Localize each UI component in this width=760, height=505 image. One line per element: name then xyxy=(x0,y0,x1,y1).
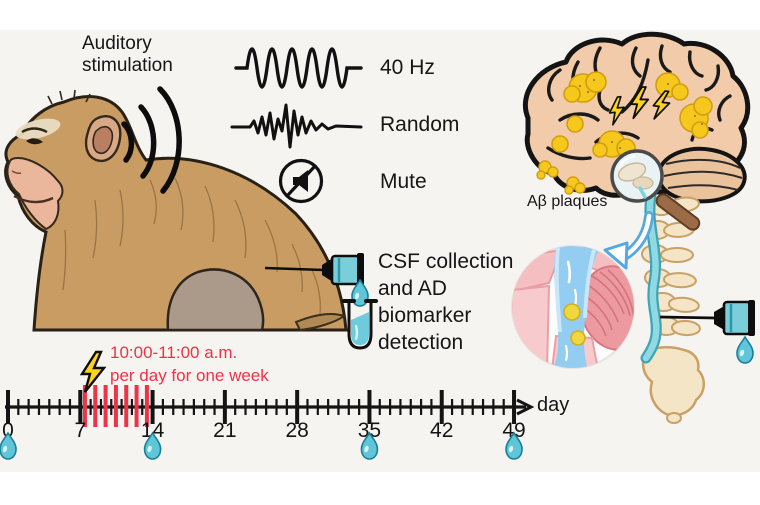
timeline-axis-label: day xyxy=(537,394,570,416)
csf-line4: detection xyxy=(378,331,464,354)
auditory-line2: stimulation xyxy=(82,55,173,77)
timeline-axis: 0 7 14 21 28 35 42 49 xyxy=(0,350,535,460)
csf-note: CSF collection and AD biomarker detectio… xyxy=(378,248,513,356)
zoom-arrow-icon xyxy=(603,211,654,270)
random-wave-icon xyxy=(230,103,363,149)
csf-needle-icon xyxy=(264,253,364,287)
svg-text:0: 0 xyxy=(2,419,14,442)
csf-line2: and AD xyxy=(378,277,447,300)
stimulation-duration-label: per day for one week xyxy=(110,366,269,385)
test-tube-icon xyxy=(342,299,378,350)
timeline-ticks: 0 7 14 21 28 35 42 49 xyxy=(0,385,526,460)
abeta-plaques-label: Aβ plaques xyxy=(527,193,608,210)
free-plaques xyxy=(536,160,586,195)
mode-label-mute: Mute xyxy=(380,170,427,193)
csf-droplet-icon xyxy=(736,336,754,364)
svg-text:28: 28 xyxy=(285,419,308,442)
magnifying-glass-icon xyxy=(610,149,701,231)
monkey-illustration xyxy=(4,89,348,332)
svg-text:7: 7 xyxy=(74,419,86,442)
stimulation-time-label: 10:00-11:00 a.m. xyxy=(110,343,238,362)
csf-line1: CSF collection xyxy=(378,250,514,273)
brain-illustration xyxy=(522,31,751,204)
lumbar-needle-icon xyxy=(659,300,755,336)
amyloid-plaques xyxy=(551,71,713,158)
mute-icon xyxy=(278,158,324,204)
svg-text:42: 42 xyxy=(430,419,453,442)
auditory-line1: Auditory xyxy=(82,33,152,54)
sound-waves-icon xyxy=(121,86,182,194)
auditory-stimulation-label: Auditory stimulation xyxy=(82,33,173,78)
spine-illustration xyxy=(640,190,705,424)
svg-text:49: 49 xyxy=(502,419,525,442)
svg-text:21: 21 xyxy=(213,419,236,442)
spinal-inset-illustration xyxy=(511,245,635,369)
sine-wave-icon xyxy=(234,47,363,89)
svg-text:35: 35 xyxy=(358,419,381,442)
csf-line3: biomarker xyxy=(378,304,472,327)
mode-label-random: Random xyxy=(380,113,460,136)
svg-text:14: 14 xyxy=(141,419,165,442)
mode-label-40hz: 40 Hz xyxy=(380,56,435,79)
